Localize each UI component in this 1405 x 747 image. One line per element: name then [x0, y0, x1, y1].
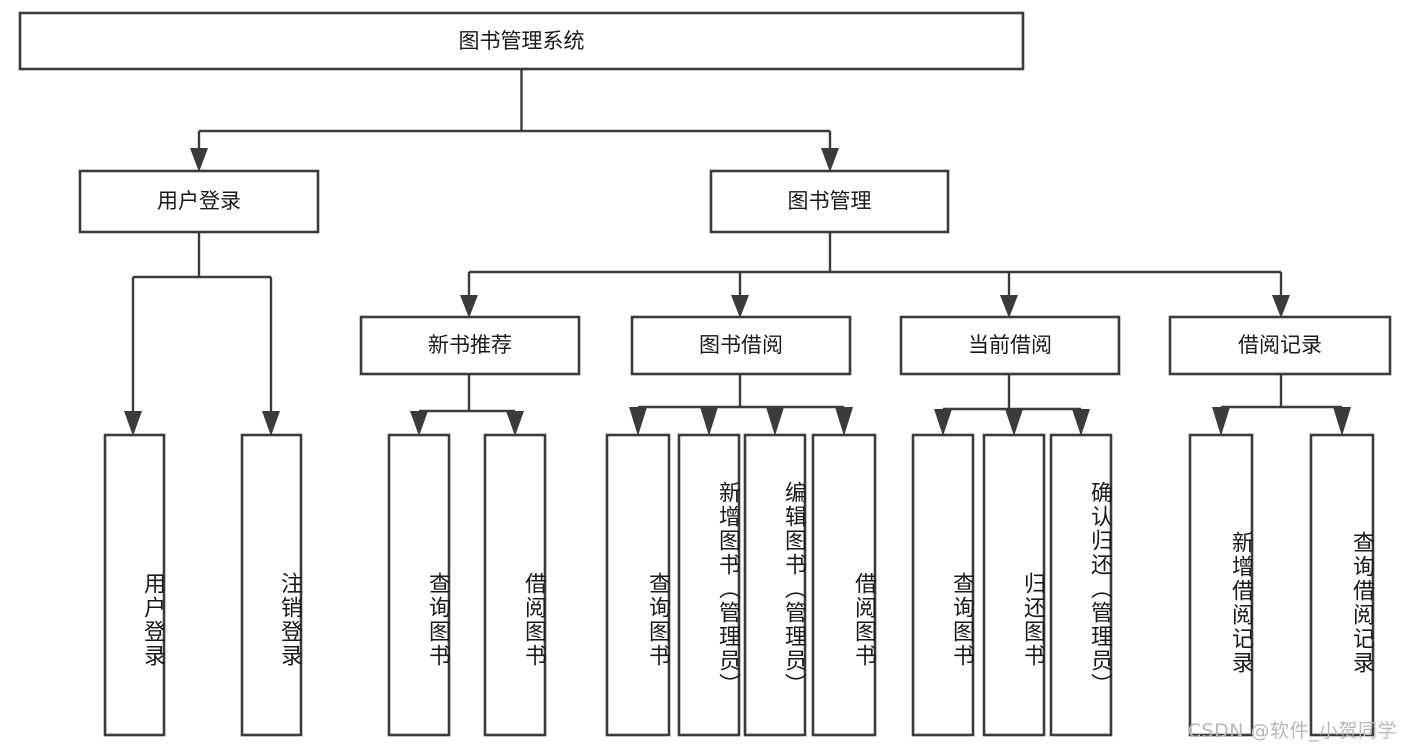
watermark-text: CSDN @软件_小贺同学 — [1187, 720, 1397, 742]
leaf-box-query-book-1[interactable] — [387, 433, 451, 737]
node-root-box[interactable] — [18, 11, 1025, 71]
node-borrow-records-box[interactable] — [1168, 315, 1392, 376]
arrowhead-leaf-5 — [629, 407, 647, 436]
leaf-box-query-book-2[interactable] — [605, 433, 671, 737]
arrowhead-leaf-13 — [1333, 407, 1351, 436]
arrowhead-borrow — [731, 295, 749, 318]
node-new-book-recommend-box[interactable] — [359, 315, 581, 376]
node-root[interactable]: 图书管理系统 — [18, 11, 1025, 71]
node-book-borrow-box[interactable] — [630, 315, 852, 376]
leaf-box-edit-book-admin[interactable] — [743, 433, 807, 737]
arrowhead-leaf-6 — [700, 407, 718, 436]
node-user-login[interactable]: 用户登录 — [78, 169, 320, 234]
leaf-box-user-login[interactable] — [103, 433, 166, 737]
node-user-login-box[interactable] — [78, 169, 320, 234]
node-book-management-box[interactable] — [709, 169, 950, 234]
node-borrow-records[interactable]: 借阅记录 — [1168, 315, 1392, 376]
node-current-borrow-label: 当前借阅 — [968, 333, 1052, 357]
leaf-box-add-borrow-record[interactable] — [1188, 433, 1254, 737]
arrowhead-bookmgmt — [821, 148, 839, 172]
leaf-box-query-borrow-record[interactable] — [1309, 433, 1375, 737]
arrowhead-leaf-12 — [1212, 407, 1230, 436]
node-borrow-records-label: 借阅记录 — [1238, 333, 1322, 357]
node-book-borrow-label: 图书借阅 — [699, 333, 783, 357]
arrowhead-leaf-4 — [506, 411, 524, 436]
arrow-heads — [124, 148, 1351, 436]
leaf-box-return-book[interactable] — [982, 433, 1046, 737]
leaf-box-logout[interactable] — [240, 433, 303, 737]
node-book-borrow[interactable]: 图书借阅 — [630, 315, 852, 376]
arrowhead-leaf-2 — [262, 411, 280, 436]
arrowhead-records — [1272, 295, 1290, 318]
node-current-borrow-box[interactable] — [899, 315, 1121, 376]
node-new-book-recommend[interactable]: 新书推荐 — [359, 315, 581, 376]
node-new-book-recommend-label: 新书推荐 — [428, 333, 512, 357]
leaf-box-query-book-3[interactable] — [911, 433, 975, 737]
node-root-label: 图书管理系统 — [459, 29, 585, 53]
arrowhead-leaf-9 — [934, 409, 952, 436]
leaf-box-add-book-admin[interactable] — [677, 433, 741, 737]
arrowhead-leaf-8 — [835, 407, 853, 436]
arrowhead-leaf-1 — [124, 411, 142, 436]
node-user-login-label: 用户登录 — [157, 189, 241, 213]
arrowhead-current — [1000, 295, 1018, 318]
node-current-borrow[interactable]: 当前借阅 — [899, 315, 1121, 376]
leaf-box-confirm-return-admin[interactable] — [1049, 433, 1113, 737]
node-book-management[interactable]: 图书管理 — [709, 169, 950, 234]
arrowhead-leaf-3 — [410, 411, 428, 436]
leaf-box-borrow-book-1[interactable] — [483, 433, 547, 737]
arrowhead-leaf-10 — [1005, 409, 1023, 436]
arrowhead-newbook — [460, 295, 478, 318]
arrowhead-login — [190, 148, 208, 172]
node-book-management-label: 图书管理 — [788, 189, 872, 213]
leaf-box-borrow-book-2[interactable] — [811, 433, 877, 737]
arrowhead-leaf-7 — [766, 407, 784, 436]
leaf-boxes — [103, 433, 1375, 737]
arrowhead-leaf-11 — [1072, 409, 1090, 436]
